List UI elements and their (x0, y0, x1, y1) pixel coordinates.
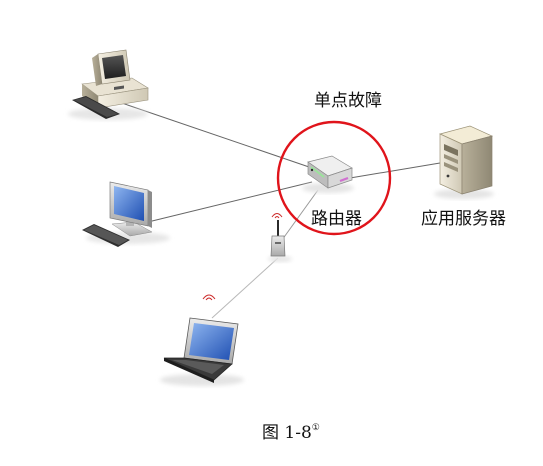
link-accesspoint-router (281, 189, 319, 241)
link-desktop1-router (109, 98, 313, 169)
app-server-label: 应用服务器 (421, 209, 506, 229)
single-point-of-failure-circle (276, 120, 392, 236)
caption-footnote-mark: ① (311, 423, 320, 433)
laptop-icon (160, 294, 244, 386)
caption-text: 图 1-8 (262, 423, 312, 443)
single-point-of-failure-label: 单点故障 (314, 91, 382, 111)
desktop-computer-icon (68, 49, 149, 120)
wireless-access-point-icon (268, 213, 292, 262)
figure-caption: 图 1-8① (262, 418, 320, 443)
link-laptop-accesspoint (211, 257, 279, 319)
router-icon (302, 155, 354, 193)
desktop-computer-icon (82, 181, 170, 247)
connection-lines (109, 98, 441, 319)
server-icon (434, 125, 494, 199)
router-label: 路由器 (311, 209, 362, 229)
link-desktop2-router (147, 181, 313, 223)
link-router-server (349, 162, 441, 179)
